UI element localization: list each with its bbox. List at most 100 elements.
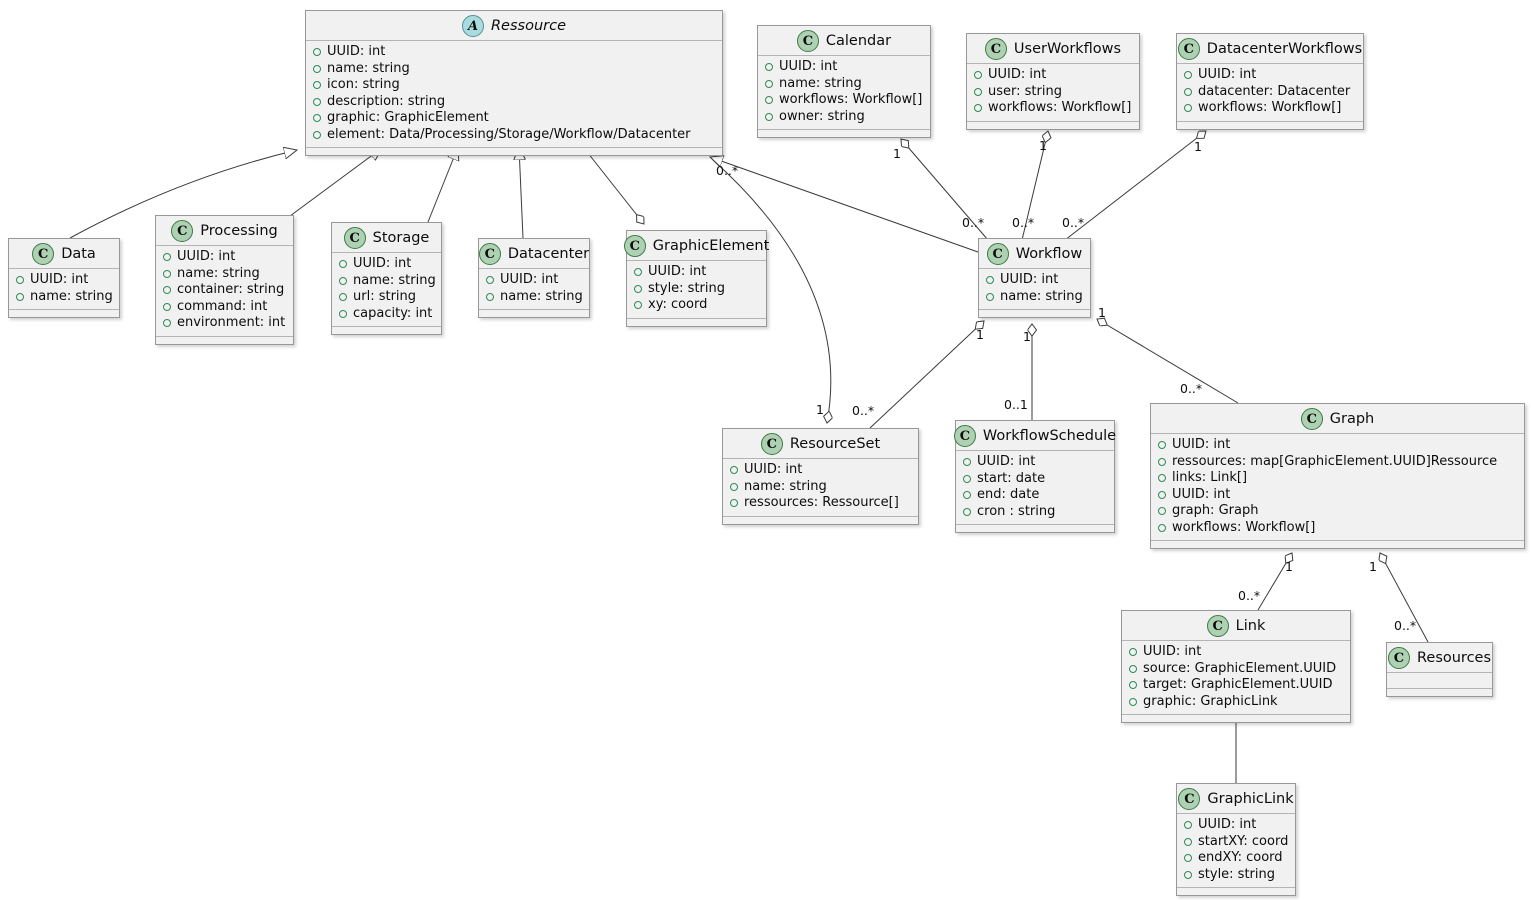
attribute-row: UUID: int xyxy=(963,454,1106,471)
class-name: DatacenterWorkflows xyxy=(1206,41,1363,57)
field-visibility-icon xyxy=(974,71,982,80)
methods-compartment xyxy=(1177,120,1363,129)
field-visibility-icon xyxy=(1129,681,1137,690)
multiplicity-label: 0..* xyxy=(1180,381,1202,396)
attribute-text: target: GraphicElement.UUID xyxy=(1143,677,1333,692)
attribute-row: endXY: coord xyxy=(1184,850,1287,867)
field-visibility-icon xyxy=(163,253,171,262)
field-visibility-icon xyxy=(1184,71,1192,80)
attribute-text: workflows: Workflow[] xyxy=(1172,519,1316,535)
field-visibility-icon xyxy=(1184,104,1192,113)
attribute-row: name: string xyxy=(339,273,436,290)
class-name: Datacenter xyxy=(507,246,590,262)
attribute-text: description: string xyxy=(327,93,446,109)
methods-compartment xyxy=(627,317,766,326)
attribute-text: UUID: int xyxy=(744,462,803,477)
attribute-row: source: GraphicElement.UUID xyxy=(1129,661,1342,678)
attribute-row: UUID: int xyxy=(1184,817,1287,834)
class-name: Resources xyxy=(1416,650,1492,666)
field-visibility-icon xyxy=(1129,697,1137,706)
attribute-row: UUID: int xyxy=(1158,437,1516,454)
attribute-text: endXY: coord xyxy=(1198,850,1283,865)
attribute-text: cron : string xyxy=(977,503,1056,519)
attribute-row: UUID: int xyxy=(765,59,922,76)
methods-compartment xyxy=(956,524,1114,532)
attribute-row: UUID: int xyxy=(486,272,581,289)
class-stereotype-icon: C xyxy=(171,220,194,242)
field-visibility-icon xyxy=(163,286,171,295)
attribute-row: style: string xyxy=(634,281,758,298)
methods-compartment xyxy=(758,129,930,137)
attribute-text: UUID: int xyxy=(327,44,386,59)
field-visibility-icon xyxy=(16,276,24,285)
field-visibility-icon xyxy=(16,292,24,301)
attribute-row: style: string xyxy=(1184,867,1287,884)
attribute-row: ressources: map[GraphicElement.UUID]Ress… xyxy=(1158,454,1516,471)
attribute-text: UUID: int xyxy=(1000,272,1059,287)
attribute-text: name: string xyxy=(500,288,583,304)
attribute-text: UUID: int xyxy=(1172,437,1231,452)
class-name: Graph xyxy=(1329,411,1375,427)
attribute-text: source: GraphicElement.UUID xyxy=(1143,660,1337,676)
attribute-row: user: string xyxy=(974,84,1131,101)
field-visibility-icon xyxy=(163,302,171,311)
attribute-row: UUID: int xyxy=(16,272,111,289)
attribute-row: datacenter: Datacenter xyxy=(1184,84,1355,101)
class-stereotype-icon: C xyxy=(1178,788,1201,810)
field-visibility-icon xyxy=(1158,474,1166,483)
field-visibility-icon xyxy=(765,96,773,105)
attribute-text: xy: coord xyxy=(648,297,708,312)
edge-graph-aggregates-resources xyxy=(1380,553,1429,643)
methods-compartment xyxy=(979,309,1090,317)
field-visibility-icon xyxy=(1158,523,1166,532)
field-visibility-icon xyxy=(765,63,773,72)
attribute-text: name: string xyxy=(1000,288,1083,304)
edge-datacenter-extends-ressource xyxy=(519,147,523,239)
field-visibility-icon xyxy=(765,79,773,88)
attribute-row: name: string xyxy=(163,266,285,283)
multiplicity-label: 1 xyxy=(1285,559,1293,574)
attribute-row: url: string xyxy=(339,289,433,306)
attribute-row: target: GraphicElement.UUID xyxy=(1129,677,1342,694)
attribute-text: UUID: int xyxy=(353,256,412,271)
class-name: GraphicElement xyxy=(652,238,770,254)
attribute-text: datacenter: Datacenter xyxy=(1198,83,1351,99)
multiplicity-label: 1 xyxy=(816,402,824,417)
field-visibility-icon xyxy=(974,104,982,113)
attribute-row: environment: int xyxy=(163,315,285,332)
class-name: WorkflowSchedule xyxy=(982,428,1117,444)
attribute-row: element: Data/Processing/Storage/Workflo… xyxy=(313,127,714,144)
field-visibility-icon xyxy=(163,269,171,278)
attribute-text: UUID: int xyxy=(1198,817,1257,832)
field-visibility-icon xyxy=(765,112,773,121)
field-visibility-icon xyxy=(634,268,642,277)
edge-graphicelement-aggregates-ressource xyxy=(579,142,644,224)
multiplicity-label: 1 xyxy=(893,146,901,161)
attribute-row: workflows: Workflow[] xyxy=(1184,100,1355,117)
field-visibility-icon xyxy=(963,491,971,500)
attribute-text: UUID: int xyxy=(30,272,89,287)
attribute-row: graph: Graph xyxy=(1158,503,1516,520)
attribute-text: capacity: int xyxy=(353,305,433,321)
methods-compartment xyxy=(332,326,441,334)
field-visibility-icon xyxy=(986,292,994,301)
class-name: Processing xyxy=(200,223,278,239)
